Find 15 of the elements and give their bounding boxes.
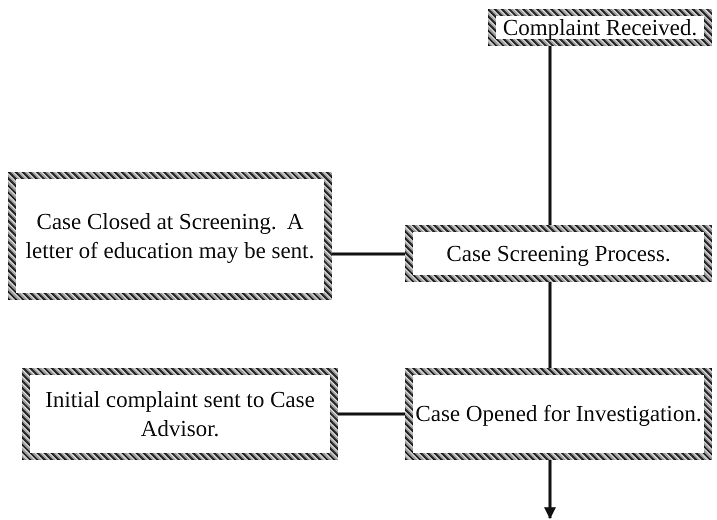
box-label: Case Opened for Investigation. [415, 400, 702, 428]
process-box [8, 172, 332, 300]
connector-line [548, 282, 552, 368]
box-label: Case Closed at Screening. A letter of education may be sent. [24, 208, 316, 265]
connector-line [332, 252, 405, 256]
arrow [544, 460, 556, 520]
box-label: Complaint Received. [502, 14, 698, 42]
process-box [405, 225, 712, 282]
process-box [405, 368, 712, 460]
box-label: Case Screening Process. [446, 240, 671, 268]
process-box [22, 368, 338, 460]
box-label: Initial complaint sent to Case Advisor. [44, 386, 316, 443]
connector-line [548, 46, 552, 225]
process-box [488, 9, 712, 46]
connector-line [338, 412, 405, 416]
